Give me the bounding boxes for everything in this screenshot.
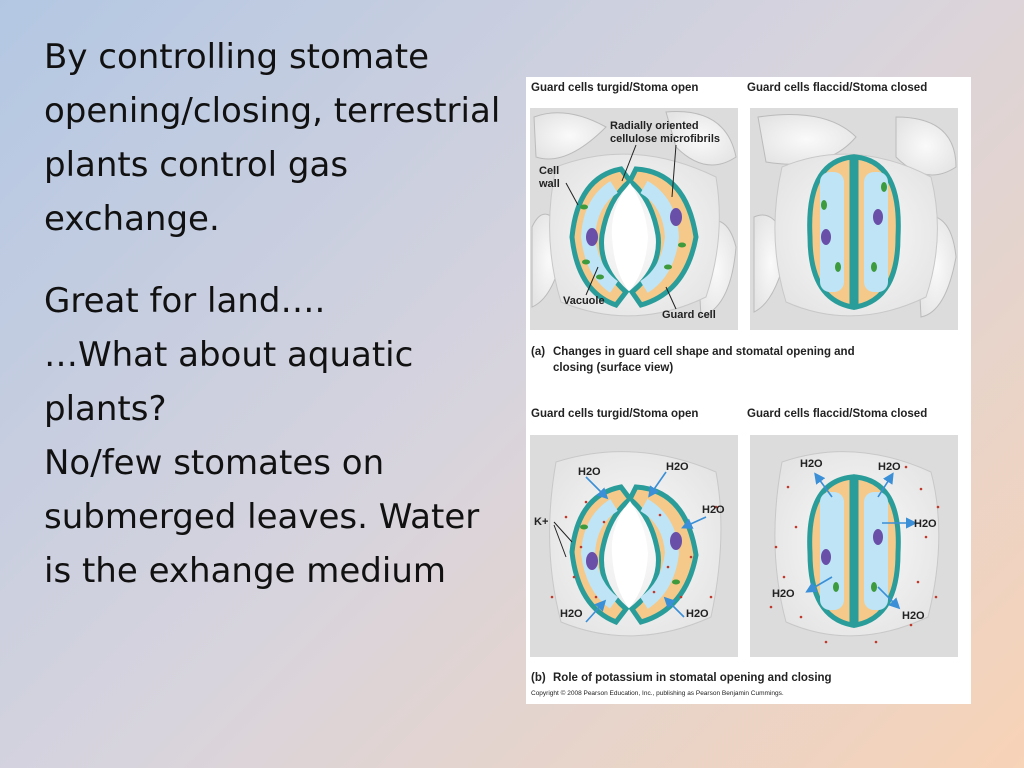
panel-b-water-label-6: H2O bbox=[800, 458, 823, 470]
panel-b-open-stoma bbox=[530, 435, 738, 657]
panel-b-right-title: Guard cells flaccid/Stoma closed bbox=[747, 408, 927, 420]
paragraph-great-for-land: Great for land…. bbox=[44, 281, 326, 321]
panel-b-water-label-10: H2O bbox=[902, 610, 925, 622]
panel-b-water-label-9: H2O bbox=[772, 588, 795, 600]
panel-b-water-label-7: H2O bbox=[878, 461, 901, 473]
vacuole-label: Vacuole bbox=[563, 295, 605, 307]
panel-a-leader-lines bbox=[565, 144, 677, 310]
panel-b-water-label-4: H2O bbox=[560, 608, 583, 620]
panel-a-right-title: Guard cells flaccid/Stoma closed bbox=[747, 82, 927, 94]
microfibrils-label: Radially oriented cellulose microfibrils bbox=[610, 120, 720, 145]
potassium-label: K+ bbox=[534, 516, 548, 528]
stomata-diagram: Guard cells turgid/Stoma open Guard cell… bbox=[530, 82, 958, 697]
potassium-leader-lines bbox=[553, 521, 573, 558]
stomata-figure: Guard cells turgid/Stoma open Guard cell… bbox=[526, 77, 971, 704]
panel-b-left-title: Guard cells turgid/Stoma open bbox=[531, 408, 698, 420]
panel-b-left-arrows bbox=[585, 471, 707, 623]
panel-b-right-arrows bbox=[805, 472, 918, 610]
panel-b-water-label-2: H2O bbox=[666, 461, 689, 473]
panel-b-caption: Role of potassium in stomatal opening an… bbox=[553, 672, 832, 684]
panel-a-caption: Changes in guard cell shape and stomatal… bbox=[553, 346, 858, 374]
panel-a-caption-prefix: (a) bbox=[531, 346, 545, 358]
panel-b-water-label-5: H2O bbox=[686, 608, 709, 620]
panel-b-water-label-8: H2O bbox=[914, 518, 937, 530]
guard-cell-label: Guard cell bbox=[662, 309, 716, 321]
panel-a-left-title: Guard cells turgid/Stoma open bbox=[531, 82, 698, 94]
panel-b-caption-prefix: (b) bbox=[531, 672, 546, 684]
paragraph-aquatic-question: …What about aquatic plants? bbox=[44, 335, 414, 429]
slide-text: By controlling stomate opening/closing, … bbox=[44, 30, 504, 598]
panel-b-water-label-1: H2O bbox=[578, 466, 601, 478]
panel-b-water-label-3: H2O bbox=[702, 504, 725, 516]
panel-a-closed-stoma bbox=[750, 108, 958, 330]
panel-b-closed-stoma bbox=[750, 435, 958, 657]
panel-a-open-stoma bbox=[530, 108, 738, 330]
paragraph-terrestrial: By controlling stomate opening/closing, … bbox=[44, 37, 501, 239]
copyright-notice: Copyright © 2008 Pearson Education, Inc.… bbox=[531, 689, 784, 697]
cell-wall-label: Cell wall bbox=[538, 165, 562, 190]
paragraph-submerged-leaves: No/few stomates on submerged leaves. Wat… bbox=[44, 443, 480, 591]
